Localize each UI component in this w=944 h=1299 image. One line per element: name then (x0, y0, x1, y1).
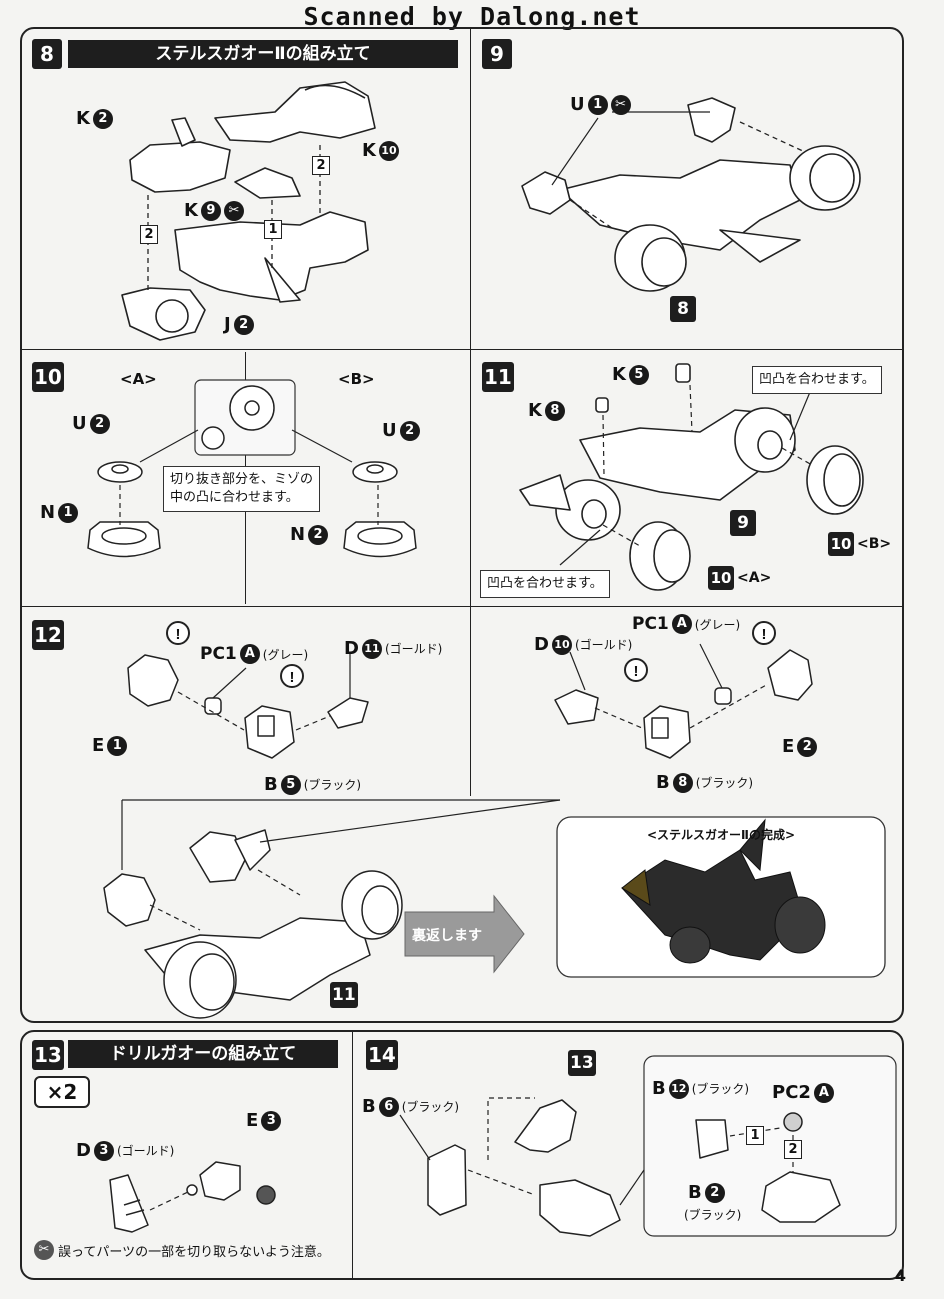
part-color-note: (ブラック) (684, 1208, 742, 1222)
divider (470, 28, 471, 606)
watermark: Scanned by Dalong.net (303, 2, 641, 31)
instruction-callout: 切り抜き部分を、ミゾの 中の凸に合わせます。 (163, 466, 321, 512)
page-number: 4 (894, 1266, 906, 1285)
step-title: ステルスガオーⅡの組み立て (68, 40, 458, 68)
assembly-ref: 9 (730, 510, 756, 536)
divider (21, 349, 903, 350)
order-mark: 1 (264, 220, 282, 239)
step-number: 10 (32, 362, 64, 392)
divider (470, 606, 471, 796)
upper-frame (20, 27, 904, 1023)
cut-caution-icon: ✂ (34, 1240, 54, 1260)
step-number: 11 (482, 362, 514, 392)
divider (21, 606, 903, 607)
assembly-ref: 8 (670, 296, 696, 322)
flip-instruction: 裏返します (412, 928, 482, 944)
order-mark: 2 (784, 1140, 802, 1159)
step-number: 12 (32, 620, 64, 650)
order-mark: 2 (140, 225, 158, 244)
instruction-callout: 凹凸を合わせます。 (752, 366, 882, 394)
assembly-ref: 13 (568, 1050, 596, 1076)
order-mark: 2 (312, 156, 330, 175)
completed-model-label: <ステルスガオーⅡの完成> (646, 828, 795, 842)
assembly-ref: 11 (330, 982, 358, 1008)
assembly-ref-10b: 10<B> (828, 532, 891, 556)
lower-frame (20, 1030, 904, 1280)
caution-note: ✂誤ってパーツの一部を切り取らないよう注意。 (34, 1240, 330, 1260)
cut-caution-icon: ✂ (610, 94, 631, 115)
instruction-callout: 凹凸を合わせます。 (480, 570, 610, 598)
group-label-b: <B> (338, 370, 375, 388)
group-label-a: <A> (120, 370, 157, 388)
quantity-multiplier: ×2 (34, 1076, 90, 1108)
step-title: ドリルガオーの組み立て (68, 1040, 338, 1068)
assembly-ref-10a: 10<A> (708, 566, 771, 590)
cut-caution-icon: ✂ (223, 200, 244, 221)
divider (352, 1031, 353, 1279)
step-number: 13 (32, 1040, 64, 1070)
order-mark: 1 (746, 1126, 764, 1145)
step-number: 8 (32, 39, 62, 69)
step-number: 14 (366, 1040, 398, 1070)
step-number: 9 (482, 39, 512, 69)
